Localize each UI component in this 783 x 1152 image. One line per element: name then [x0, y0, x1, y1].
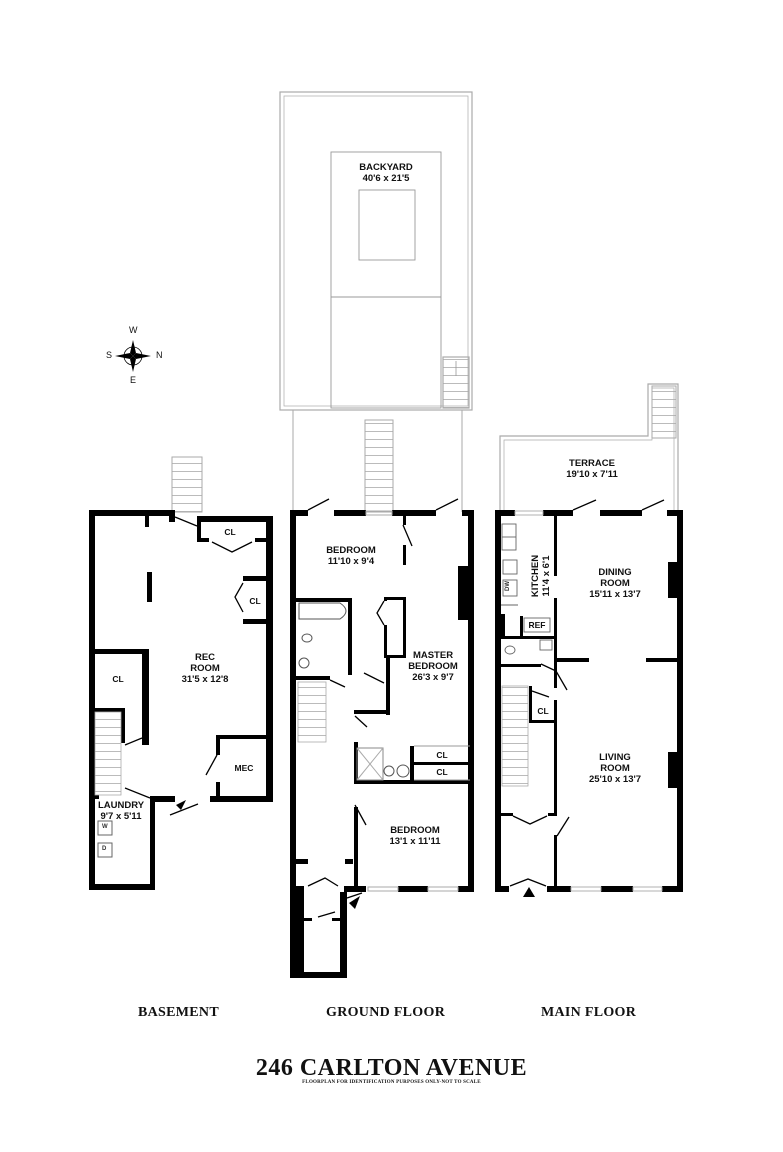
basement-plan	[89, 510, 273, 890]
ground-rear-bedroom-label: BEDROOM 11'10 x 9'4	[316, 545, 386, 567]
ground-floor-plan	[290, 510, 474, 978]
mec-room-label: MEC	[234, 763, 254, 773]
entry-arrow-icon	[176, 800, 186, 810]
room-name: ROOM	[600, 763, 630, 774]
room-name: MASTER	[412, 650, 454, 661]
terrace-stair	[651, 385, 677, 439]
room-name: BEDROOM	[390, 825, 440, 836]
ground-entry-arrow-icon	[349, 896, 360, 909]
dining-room-label: DINING ROOM 15'11 x 13'7	[580, 567, 650, 600]
compass-east-label: E	[130, 375, 137, 385]
rear-stair	[364, 419, 394, 513]
room-name: ROOM	[190, 663, 220, 674]
compass-north-label: N	[156, 350, 163, 360]
ground-closet-b-label: CL	[436, 767, 448, 777]
room-dims: 15'11 x 13'7	[589, 589, 641, 600]
ground-bath-fixtures	[298, 602, 470, 781]
kitchen-label: KITCHEN 11'4 x 6'1	[530, 544, 552, 608]
main-closet-label: CL	[537, 706, 549, 716]
compass-south-label: S	[106, 350, 113, 360]
laundry-label: LAUNDRY 9'7 x 5'11	[93, 800, 149, 822]
room-dims: 19'10 x 7'11	[566, 469, 618, 480]
terrace-area	[499, 383, 679, 510]
room-dims: 13'1 x 11'11	[389, 836, 441, 847]
laundry-appliances	[97, 820, 113, 858]
compass-icon	[115, 340, 151, 372]
backyard-area	[279, 91, 473, 512]
ref-label: REF	[528, 620, 546, 630]
room-name: LAUNDRY	[97, 800, 145, 811]
main-floor-title: MAIN FLOOR	[541, 1005, 637, 1020]
room-name: DINING	[598, 567, 632, 578]
dishwasher-icon: DW	[505, 581, 511, 591]
room-dims: 11'4 x 6'1	[541, 555, 552, 597]
living-room-label: LIVING ROOM 25'10 x 13'7	[580, 752, 650, 785]
dryer-icon: D	[102, 846, 107, 852]
basement-closet-mid-label: CL	[249, 596, 261, 606]
room-name: KITCHEN	[530, 554, 541, 598]
compass-west-label: W	[129, 325, 138, 335]
main-floor-plan	[495, 510, 683, 892]
terrace-label: TERRACE 19'10 x 7'11	[552, 458, 632, 480]
room-name: ROOM	[600, 578, 630, 589]
ground-front-bedroom-label: BEDROOM 13'1 x 11'11	[380, 825, 450, 847]
room-dims: 40'6 x 21'5	[362, 173, 410, 184]
room-name: LIVING	[599, 752, 631, 763]
basement-closet-top-label: CL	[224, 527, 236, 537]
ground-stairs	[297, 681, 327, 743]
room-name: BEDROOM	[326, 545, 376, 556]
backyard-label: BACKYARD 40'6 x 21'5	[340, 162, 432, 184]
basement-title: BASEMENT	[138, 1005, 219, 1020]
main-entry-arrow-icon	[523, 887, 535, 897]
page-title: 246 CARLTON AVENUE	[255, 1055, 528, 1081]
ground-floor-title: GROUND FLOOR	[326, 1005, 446, 1020]
room-dims: 31'5 x 12'8	[181, 674, 229, 685]
room-dims: 26'3 x 9'7	[412, 672, 454, 683]
basement-rear-stair	[171, 456, 203, 513]
room-dims: 11'10 x 9'4	[327, 556, 375, 567]
basement-closet-left-label: CL	[112, 674, 124, 684]
room-name: BEDROOM	[408, 661, 458, 672]
ground-closet-a-label: CL	[436, 750, 448, 760]
room-dims: 9'7 x 5'11	[100, 811, 142, 822]
main-stairs	[501, 685, 529, 787]
page-subtitle: FLOORPLAN FOR IDENTIFICATION PURPOSES ON…	[302, 1080, 481, 1085]
basement-stairs	[94, 711, 122, 796]
washer-icon: W	[102, 824, 108, 830]
master-bedroom-label: MASTER BEDROOM 26'3 x 9'7	[398, 650, 468, 683]
room-dims: 25'10 x 13'7	[588, 774, 642, 785]
room-name: BACKYARD	[359, 162, 413, 173]
room-name: REC	[194, 652, 216, 663]
kitchen-fixtures	[501, 510, 663, 892]
room-name: TERRACE	[569, 458, 615, 469]
rec-room-label: REC ROOM 31'5 x 12'8	[170, 652, 240, 685]
